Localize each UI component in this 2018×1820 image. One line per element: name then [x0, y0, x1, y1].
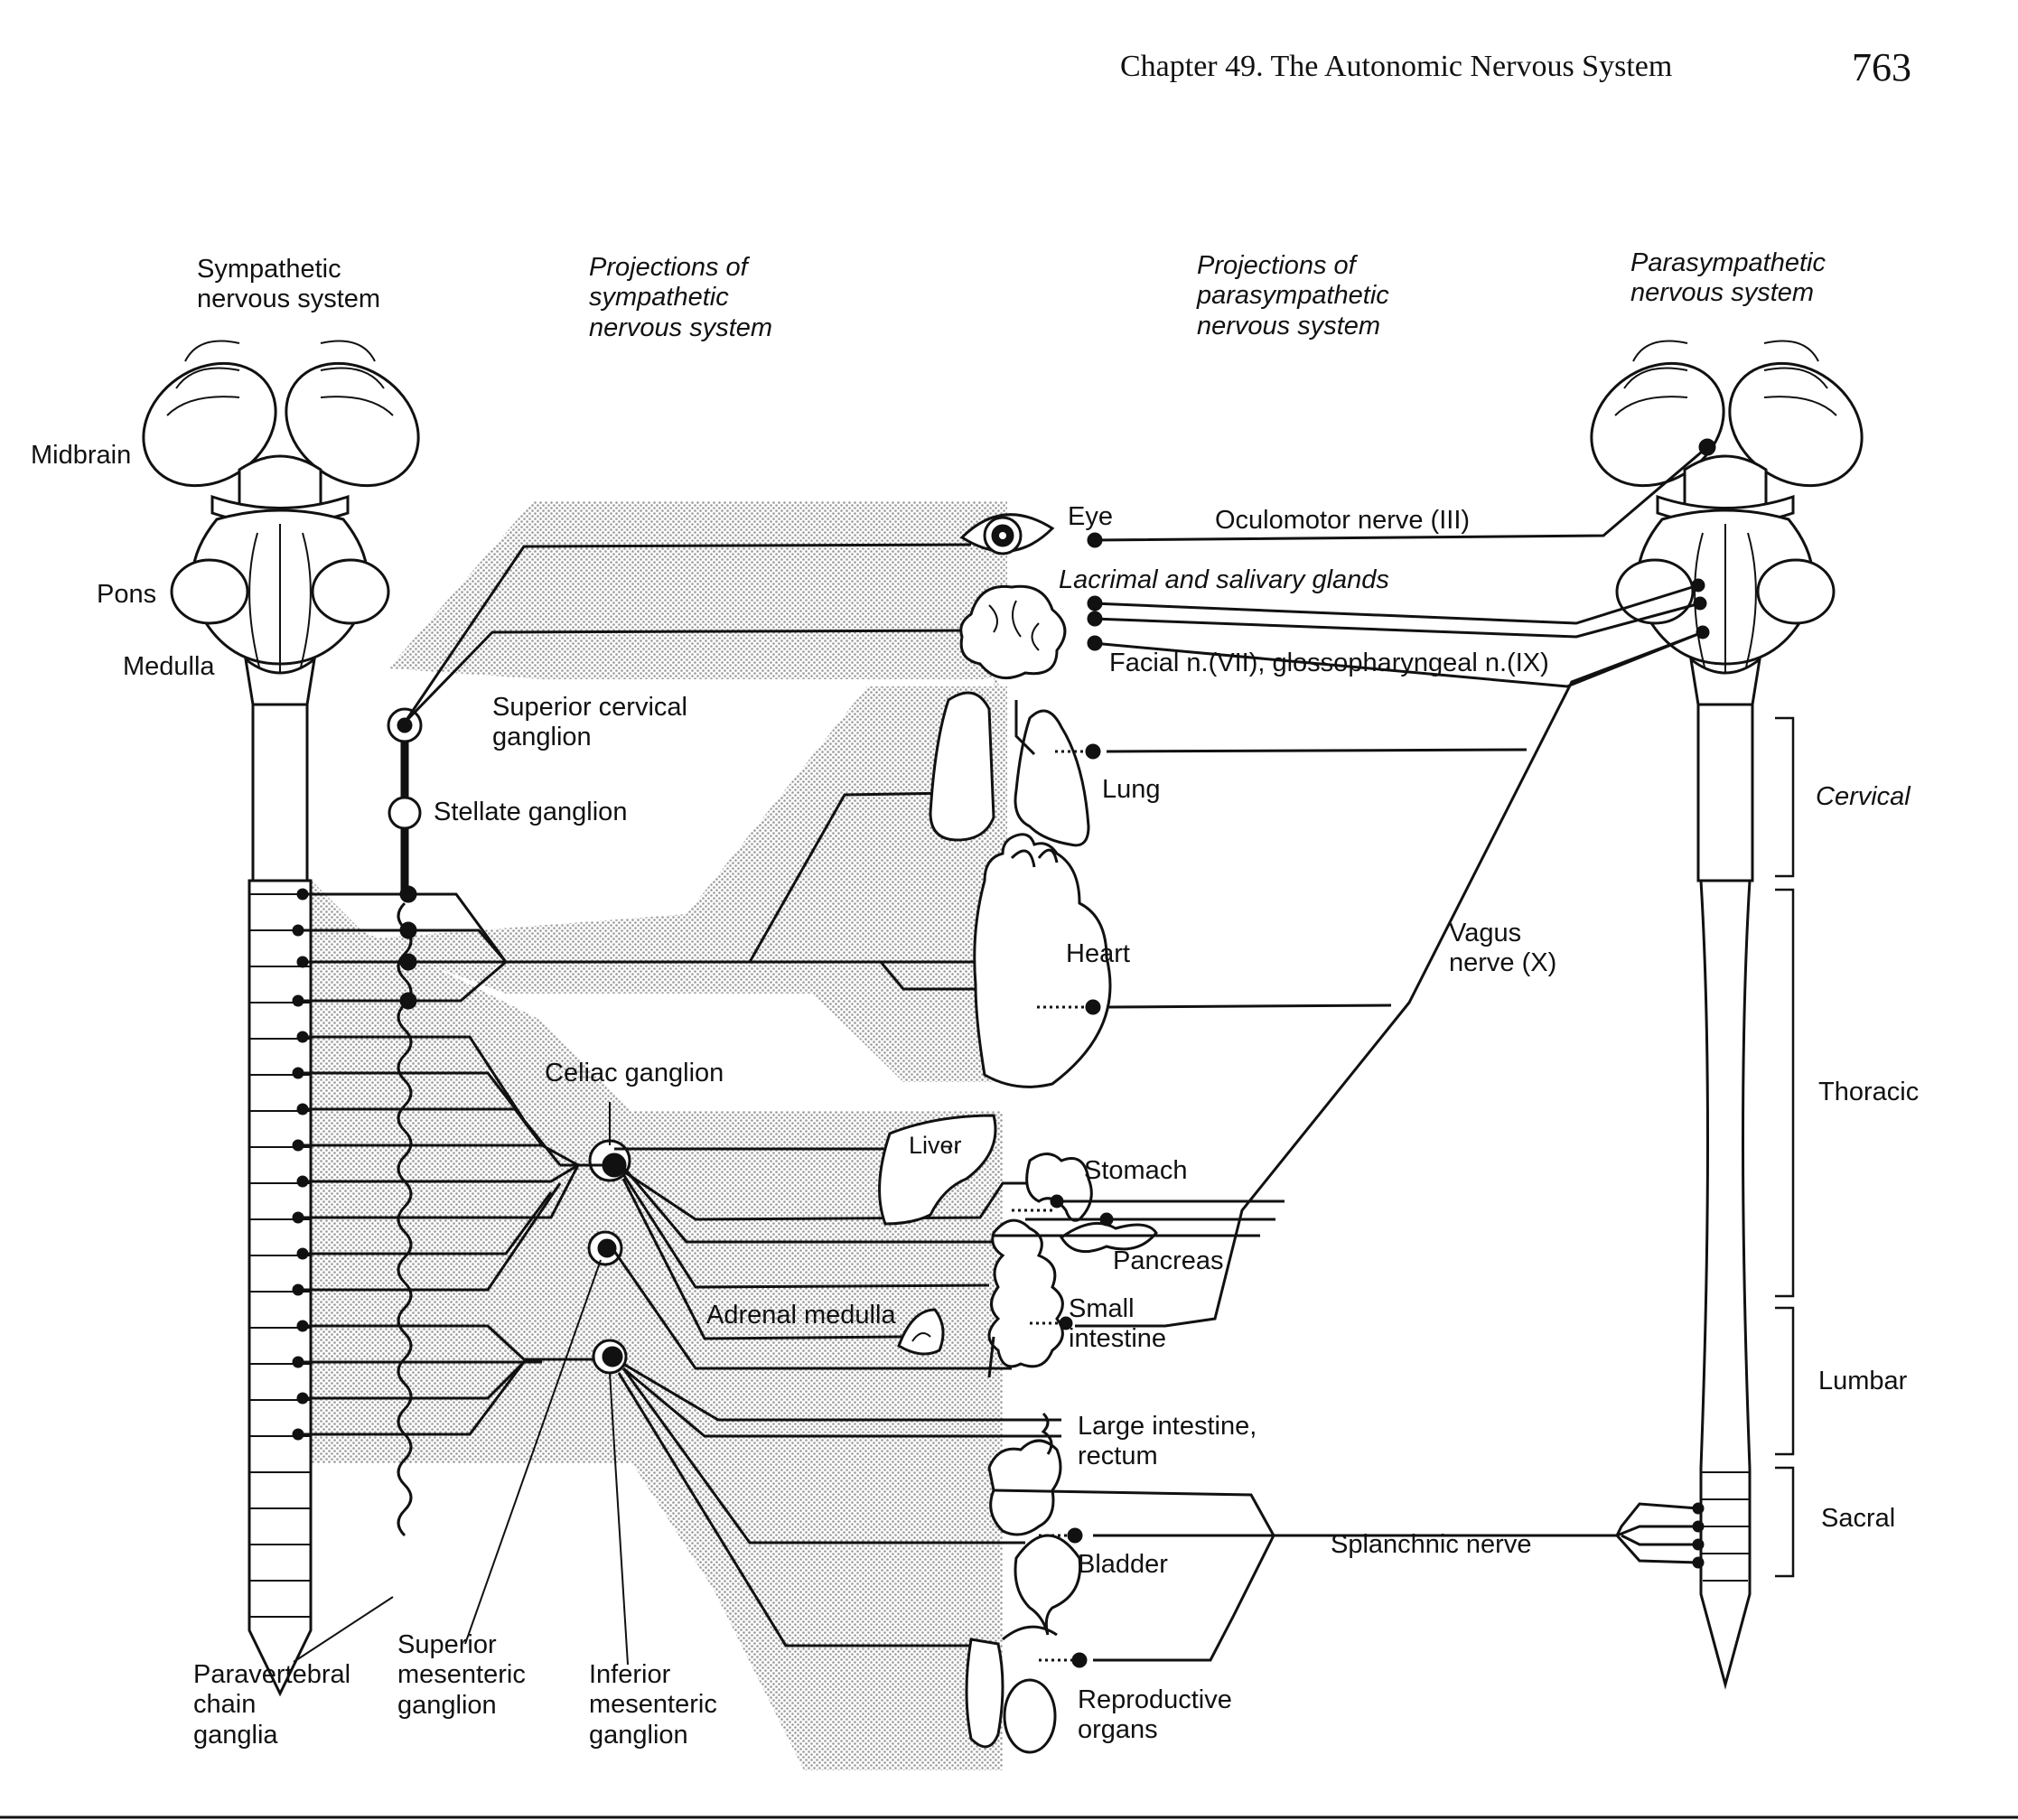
label-pons: Pons [97, 580, 156, 610]
label-stomach: Stomach [1084, 1156, 1187, 1186]
label-oculomotor-nerve: Oculomotor nerve (III) [1215, 506, 1470, 536]
label-liver: Liver [909, 1132, 962, 1160]
reproductive-drawing [967, 1627, 1057, 1752]
header-sympathetic: Sympathetic nervous system [197, 255, 380, 315]
spinal-region-brackets [1775, 718, 1793, 1576]
label-bladder: Bladder [1078, 1550, 1168, 1580]
label-splanchnic-nerve: Splanchnic nerve [1331, 1530, 1531, 1560]
small-intestine-drawing [989, 1220, 1062, 1377]
label-small-intestine: Small intestine [1069, 1294, 1166, 1355]
sympathetic-brainstem [120, 338, 443, 881]
stomach-drawing [1027, 1154, 1092, 1221]
running-title: Chapter 49. The Autonomic Nervous System [1120, 49, 1672, 84]
parasympathetic-fibers [994, 447, 1707, 1660]
label-sacral: Sacral [1821, 1504, 1895, 1534]
page-number: 763 [1852, 45, 1911, 91]
label-eye: Eye [1068, 502, 1113, 532]
parasympathetic-spinal-cord [1698, 705, 1752, 1685]
label-medulla: Medulla [123, 652, 215, 682]
glands-drawing [961, 586, 1065, 677]
label-cervical: Cervical [1816, 782, 1911, 812]
label-midbrain: Midbrain [31, 441, 131, 471]
header-parasympathetic: Parasympathetic nervous system [1630, 248, 1826, 309]
label-superior-mesenteric-ganglion: Superior mesenteric ganglion [397, 1630, 526, 1721]
label-inferior-mesenteric-ganglion: Inferior mesenteric ganglion [589, 1660, 717, 1750]
bladder-drawing [1015, 1535, 1080, 1635]
label-lacrimal-salivary-glands: Lacrimal and salivary glands [1059, 565, 1389, 595]
label-adrenal-medulla: Adrenal medulla [706, 1301, 896, 1330]
label-lumbar: Lumbar [1818, 1367, 1907, 1396]
label-paravertebral-chain-ganglia: Paravertebral chain ganglia [193, 1660, 350, 1750]
label-reproductive-organs: Reproductive organs [1078, 1685, 1232, 1746]
lung-drawing [930, 693, 1088, 845]
label-lung: Lung [1102, 775, 1161, 805]
label-heart: Heart [1066, 939, 1130, 969]
header-parasympathetic-projections: Projections of parasympathetic nervous s… [1197, 251, 1389, 341]
header-sympathetic-projections: Projections of sympathetic nervous syste… [589, 253, 772, 343]
synapse-terminals [1051, 534, 1112, 1666]
label-celiac-ganglion: Celiac ganglion [545, 1059, 724, 1088]
label-facial-glossopharyngeal: Facial n.(VII), glossopharyngeal n.(IX) [1109, 649, 1549, 678]
label-pancreas: Pancreas [1113, 1246, 1224, 1276]
label-superior-cervical-ganglion: Superior cervical ganglion [492, 693, 687, 753]
label-thoracic: Thoracic [1818, 1078, 1919, 1107]
label-vagus-nerve: Vagus nerve (X) [1449, 919, 1556, 979]
label-large-intestine-rectum: Large intestine, rectum [1078, 1412, 1257, 1472]
label-stellate-ganglion: Stellate ganglion [434, 798, 627, 827]
